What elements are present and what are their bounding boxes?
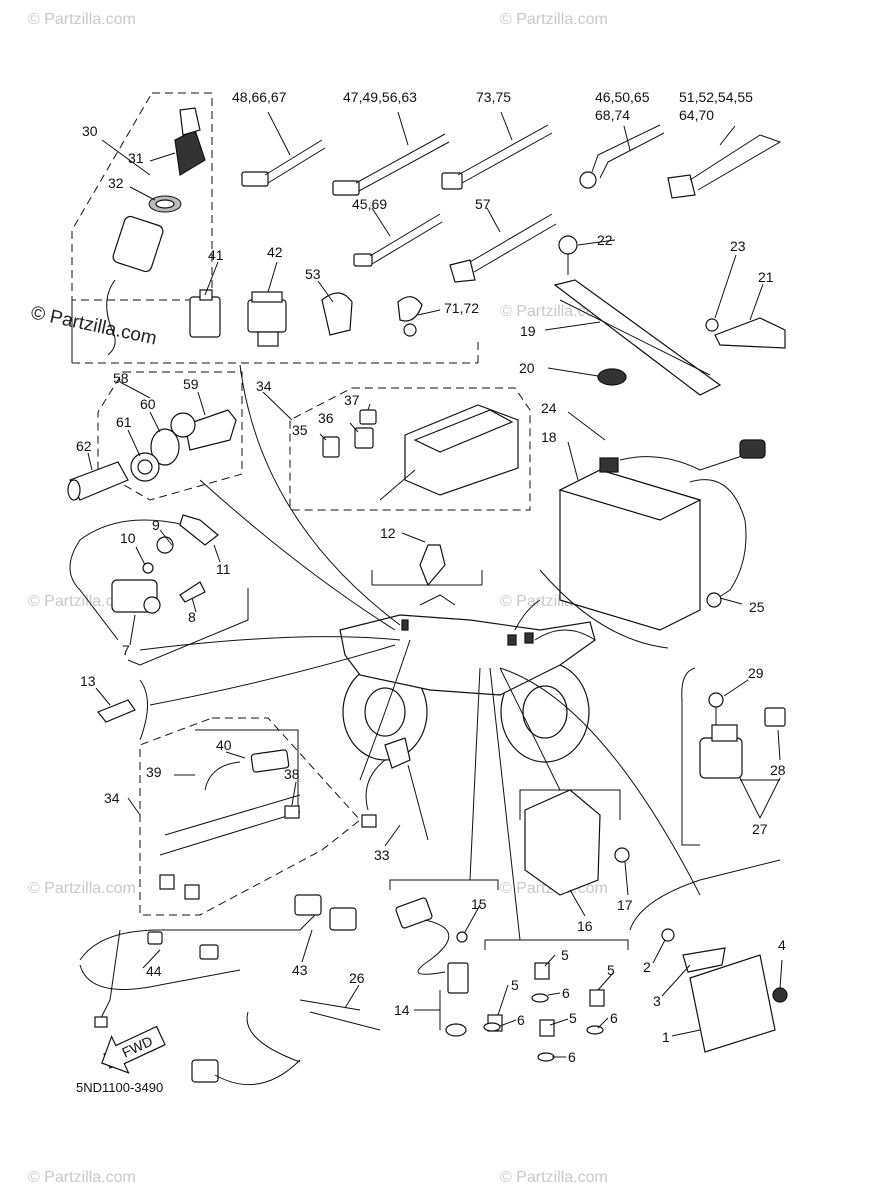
callout-label: 22 [597, 232, 613, 248]
watermark: © Partzilla.com [500, 1169, 608, 1186]
callout-label: 5 [561, 947, 569, 963]
battery-group [539, 439, 766, 649]
callout-label: 34 [104, 790, 120, 806]
callout-label: 26 [349, 970, 365, 986]
callout-label: 51,52,54,55 [679, 89, 753, 105]
callout-label: 5 [511, 977, 519, 993]
callout-label: 5 [569, 1010, 577, 1026]
watermark: © Partzilla.com [28, 593, 136, 610]
callout-label: 36 [318, 410, 334, 426]
watermark: © Partzilla.com [28, 11, 136, 28]
main-watermark: © Partzilla.com [29, 302, 159, 349]
callout-label: 17 [617, 897, 633, 913]
callout-label: 71,72 [444, 300, 479, 316]
callout-label: 2 [643, 959, 651, 975]
bolts-group [483, 939, 629, 1062]
callout-label: 53 [305, 266, 321, 282]
callout-label: 28 [770, 762, 786, 778]
callout-label: 25 [749, 599, 765, 615]
callout-label: 7 [122, 642, 130, 658]
callout-label: 19 [520, 323, 536, 339]
callout-label: 15 [471, 896, 487, 912]
callout-label: 46,50,65 [595, 89, 650, 105]
callout-label: 33 [374, 847, 390, 863]
callout-label: 64,70 [679, 107, 714, 123]
rectifier-group [519, 789, 630, 896]
cdi-unit-group [629, 859, 788, 1053]
diagram-code: 5ND1100-3490 [76, 1080, 163, 1095]
callout-label: 24 [541, 400, 557, 416]
callout-label: 42 [267, 244, 283, 260]
watermark: © Partzilla.com [500, 303, 608, 320]
callout-label: 13 [80, 673, 96, 689]
starter-relay-group [681, 667, 786, 846]
callout-label: 41 [208, 247, 224, 263]
callout-label: 61 [116, 414, 132, 430]
callout-label: 39 [146, 764, 162, 780]
callout-label: 6 [610, 1010, 618, 1026]
callout-label: 8 [188, 609, 196, 625]
callout-label: 30 [82, 123, 98, 139]
callout-label: 20 [519, 360, 535, 376]
callout-labels: 48,66,67 47,49,56,63 73,75 46,50,65 68,7… [76, 89, 786, 1065]
callout-label: 6 [517, 1012, 525, 1028]
callout-label: 3 [653, 993, 661, 1009]
callout-label: 6 [568, 1049, 576, 1065]
socket-group [67, 371, 243, 501]
callout-label: 1 [662, 1029, 670, 1045]
watermark: © Partzilla.com [28, 880, 136, 897]
callout-label: 29 [748, 665, 764, 681]
callout-label: 37 [344, 392, 360, 408]
callout-label: 34 [256, 378, 272, 394]
callout-label: 45,69 [352, 196, 387, 212]
callout-label: 18 [541, 429, 557, 445]
callout-label: 11 [216, 561, 231, 577]
wire-harness-group [139, 717, 361, 916]
callout-label: 43 [292, 962, 308, 978]
callout-label: 9 [152, 517, 160, 533]
callout-label: 12 [380, 525, 396, 541]
callout-label: 31 [128, 150, 144, 166]
callout-label: 27 [752, 821, 768, 837]
watermark: © Partzilla.com [28, 1169, 136, 1186]
atv-vehicle [339, 594, 596, 763]
callout-label: 6 [562, 985, 570, 1001]
callout-label: 68,74 [595, 107, 630, 123]
callout-label: 4 [778, 937, 786, 953]
battery-stay-assembly [553, 235, 786, 396]
callout-label: 44 [146, 963, 162, 979]
callout-label: 14 [394, 1002, 410, 1018]
callout-label: 5 [607, 962, 615, 978]
callout-label: 47,49,56,63 [343, 89, 417, 105]
spark-plug-group [371, 544, 483, 587]
callout-label: 38 [284, 766, 300, 782]
callout-label: 16 [577, 918, 593, 934]
horn-group [69, 514, 249, 666]
leader-lines [87, 111, 783, 1058]
sensor-group [389, 879, 499, 1037]
callout-label: 21 [758, 269, 774, 285]
resistor-13 [97, 679, 148, 741]
callout-label: 73,75 [476, 89, 511, 105]
routing-lines [139, 364, 701, 941]
callout-label: 10 [120, 530, 136, 546]
fuse-box-group [289, 387, 531, 511]
callout-label: 59 [183, 376, 199, 392]
callout-label: 62 [76, 438, 92, 454]
callout-label: 57 [475, 196, 491, 212]
callout-label: 40 [216, 737, 232, 753]
callout-label: 58 [113, 370, 129, 386]
top-group-frame [71, 92, 479, 364]
callout-label: 23 [730, 238, 746, 254]
switch-33 [361, 737, 429, 841]
watermark: © Partzilla.com [500, 11, 608, 28]
callout-label: 32 [108, 175, 124, 191]
main-switch-assembly [106, 107, 206, 356]
callout-label: 35 [292, 422, 308, 438]
callout-label: 60 [140, 396, 156, 412]
connectors-and-clips [189, 289, 423, 347]
callout-label: 48,66,67 [232, 89, 287, 105]
cable-ties-group [241, 124, 782, 283]
